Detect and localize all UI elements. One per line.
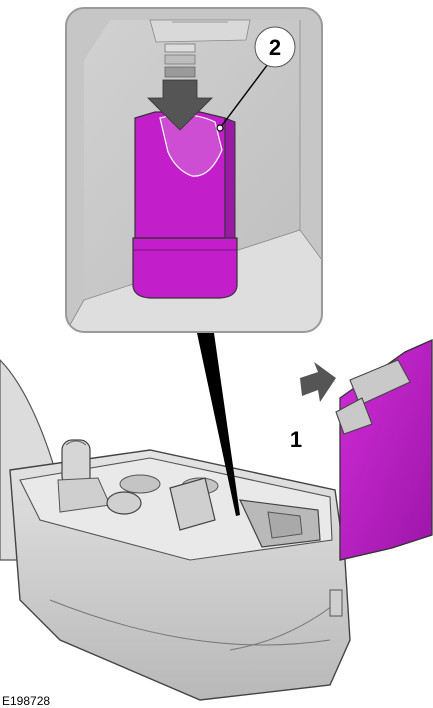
control-knob — [107, 492, 141, 514]
armrest-lid — [336, 340, 432, 560]
cupholder-left — [120, 475, 160, 493]
center-console — [0, 360, 350, 700]
callout-1-label: 1 — [290, 427, 302, 452]
figure-code: E198728 — [2, 694, 50, 708]
callout-2-label: 2 — [269, 35, 281, 60]
callout-2: 2 — [255, 27, 295, 67]
relay-component — [133, 112, 237, 298]
